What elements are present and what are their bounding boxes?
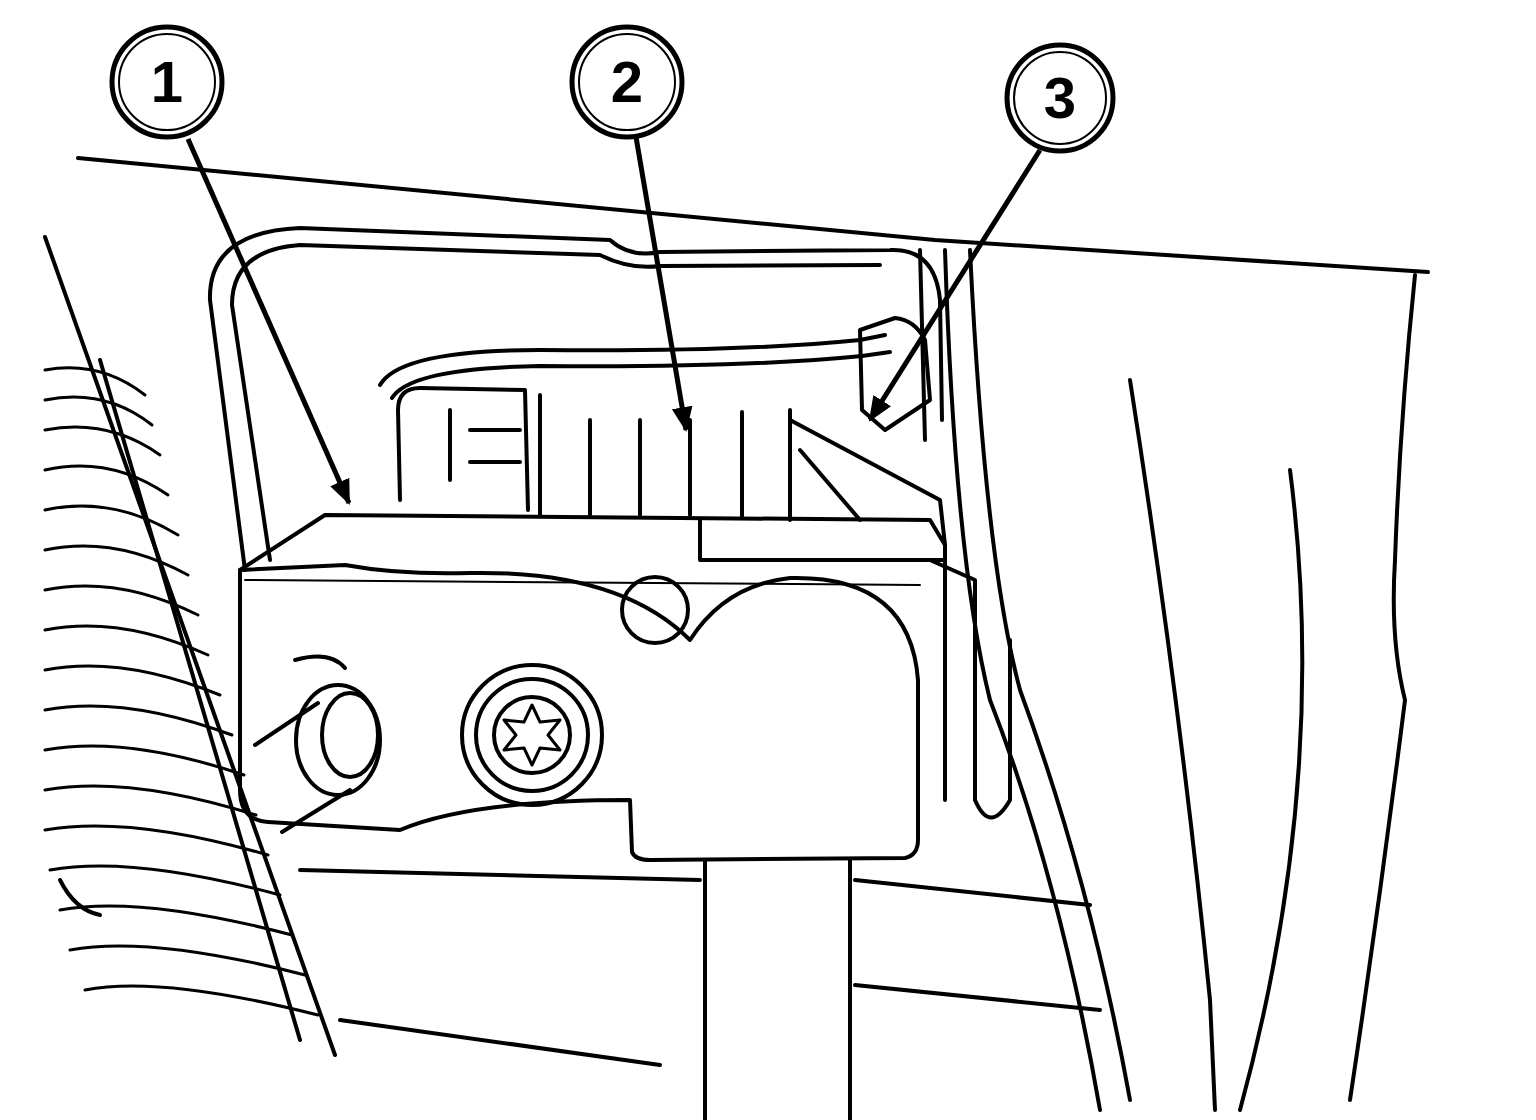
boot-bellows-part [50,866,280,895]
boot-bellows-part [45,506,178,535]
boot-bellows-part [45,746,244,775]
boot-bellows-part [45,546,188,575]
sensor-connector [240,318,945,800]
boot-bellows-part [85,986,318,1015]
sensor-connector-part [800,450,860,520]
callout-circles-part [1014,52,1106,144]
callout-circles [112,27,1113,151]
frame-outline [45,158,1428,1110]
frame-outline-part [100,360,300,1040]
link-arm-part [462,665,602,805]
callout-circles-part [572,27,682,137]
frame-outline-part [1350,275,1415,1100]
link-arm-part [245,580,920,585]
lower-structure-part [300,870,700,880]
sensor-connector-part [392,352,890,398]
boot-bellows-part [45,666,220,695]
frame-outline-part [78,158,1428,272]
callout-number: 2 [587,42,667,122]
callout-number: 3 [1020,58,1100,138]
sensor-connector-part [398,388,528,510]
callout-circles-part [1007,45,1113,151]
lower-structure-part [855,880,1090,905]
link-arm-part [240,565,918,860]
frame-outline-part [1130,380,1215,1110]
callout-circles-part [112,27,222,137]
boot-bellows-part [45,586,198,615]
link-arm-part [970,250,1130,1100]
sensor-connector-part [860,318,930,430]
lower-structure-part [705,860,850,1120]
link-arm-part [322,693,378,777]
link-arm-part [296,685,380,795]
boot-bellows-part [45,397,152,425]
leader-lines [188,137,1040,503]
callout-circles-part [119,34,215,130]
boot-bellows-part [45,626,208,655]
link-arm-part [494,697,570,773]
sensor-connector-part [700,520,945,560]
boot-bellows-part [45,368,145,395]
lower-structure-part [60,880,100,915]
link-arm-part [255,703,318,745]
link-arm [240,250,1130,1110]
sensor-connector-part [540,395,790,520]
lower-structure-part [855,985,1100,1010]
link-arm-part [622,577,688,643]
leader-lines-part [188,139,349,503]
leader-lines-part [636,137,686,430]
boot-bellows-part [45,427,160,455]
sensor-connector-part [450,410,520,480]
link-arm-part [295,656,345,668]
sensor-connector-part [240,515,945,800]
boot-bellows-part [70,946,305,975]
lower-structure-part [340,1020,660,1065]
link-arm-part [504,705,560,765]
boot-bellows [45,368,318,1015]
boot-bellows-part [45,466,168,495]
callout-number: 1 [127,42,207,122]
boot-bellows-part [45,786,256,815]
sensor-connector-part [790,420,945,545]
boot-bellows-part [45,706,232,735]
link-arm-part [476,679,588,791]
lower-structure [60,860,1100,1120]
leader-lines-part [870,150,1040,420]
frame-outline-part [1240,470,1302,1110]
boot-bellows-part [45,826,268,855]
frame-outline-part [45,237,335,1055]
mounting-bracket-part [232,245,880,560]
link-arm-part [945,250,1100,1110]
callout-circles-part [579,34,675,130]
boot-bellows-part [60,906,292,935]
